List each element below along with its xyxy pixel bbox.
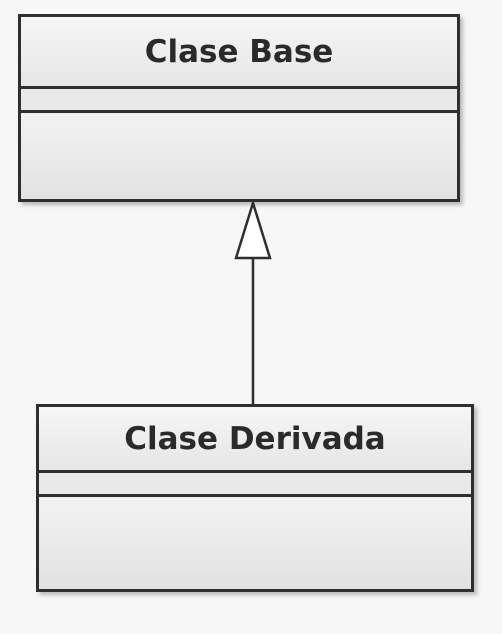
derived-class-name: Clase Derivada xyxy=(39,407,471,473)
derived-class-box[interactable]: Clase Derivada xyxy=(36,404,474,592)
inheritance-arrowhead xyxy=(234,198,272,260)
base-class-box[interactable]: Clase Base xyxy=(18,14,460,202)
base-class-name: Clase Base xyxy=(21,17,457,89)
derived-class-methods-compartment xyxy=(39,497,471,589)
base-class-attributes-compartment xyxy=(21,89,457,113)
base-class-methods-compartment xyxy=(21,113,457,199)
derived-class-attributes-compartment xyxy=(39,473,471,497)
